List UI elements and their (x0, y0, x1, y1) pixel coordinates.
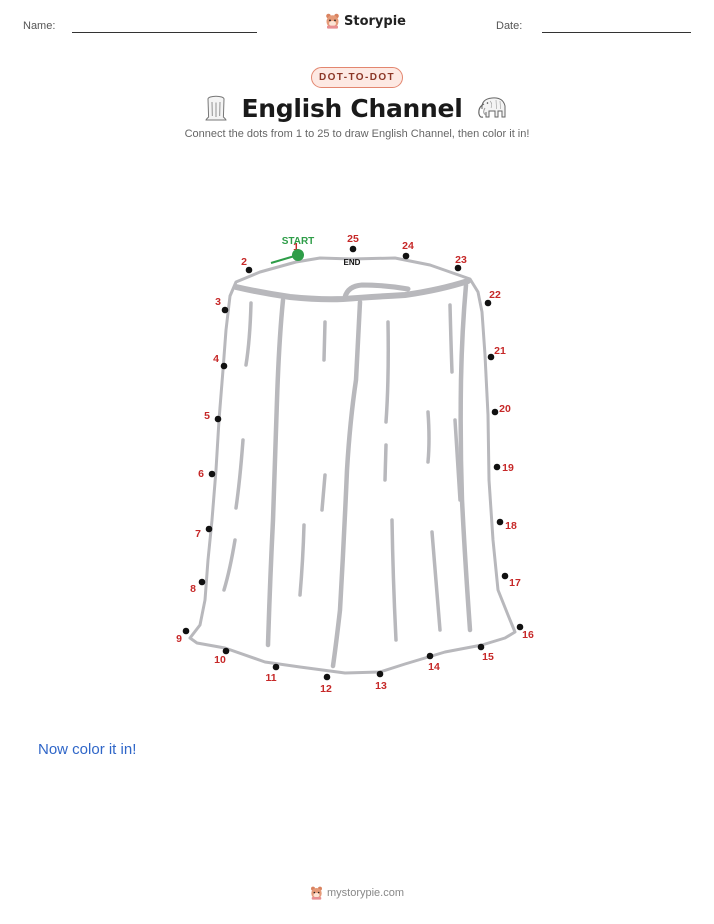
stump-outline (188, 256, 517, 675)
dot-label-18: 18 (505, 520, 517, 532)
dot-label-10: 10 (214, 654, 226, 666)
dot-label-5: 5 (204, 410, 210, 422)
tree-stump-icon (205, 95, 227, 121)
end-label: END (344, 258, 361, 267)
dot-label-24: 24 (402, 240, 414, 252)
dot-9 (182, 627, 190, 635)
activity-badge: DOT-TO-DOT (311, 67, 403, 88)
dot-19 (493, 463, 501, 471)
name-line (72, 32, 257, 33)
dot-label-1: 1 (293, 241, 299, 253)
dot-4 (220, 362, 228, 370)
page-title: English Channel (241, 93, 463, 123)
dot-24 (402, 252, 410, 260)
dot-label-12: 12 (320, 683, 332, 695)
dot-label-14: 14 (428, 661, 440, 673)
dot-label-16: 16 (522, 629, 534, 641)
dot-label-11: 11 (265, 672, 276, 684)
dot-2 (245, 266, 253, 274)
dot-label-6: 6 (198, 468, 204, 480)
dot-label-22: 22 (489, 289, 501, 301)
dot-label-3: 3 (215, 296, 221, 308)
brand-name: Storypie (344, 13, 406, 29)
footer-url: mystorypie.com (326, 887, 405, 899)
dot-6 (208, 470, 216, 478)
dot-label-8: 8 (190, 583, 196, 595)
storypie-mascot-icon (311, 886, 322, 900)
dot-label-19: 19 (502, 462, 514, 474)
dot-label-9: 9 (176, 633, 182, 645)
dot-5 (214, 415, 222, 423)
dot-20 (491, 408, 499, 416)
dot-label-13: 13 (375, 680, 387, 692)
name-label: Name: (23, 20, 56, 32)
mammoth-icon (478, 97, 506, 118)
dot-12 (323, 673, 331, 681)
dot-label-2: 2 (241, 256, 247, 268)
dot-label-15: 15 (482, 651, 494, 663)
date-line (542, 32, 691, 33)
dot-label-20: 20 (499, 403, 511, 415)
start-label: START (282, 236, 315, 247)
dot-label-17: 17 (509, 577, 521, 589)
dot-18 (496, 518, 504, 526)
dot-14 (426, 652, 434, 660)
brand-logo: Storypie (325, 13, 406, 29)
instructions-text: Connect the dots from 1 to 25 to draw En… (184, 128, 530, 140)
dot-16 (516, 623, 524, 631)
color-instruction: Now color it in! (38, 741, 137, 758)
dot-17 (501, 572, 509, 580)
dot-10 (222, 647, 230, 655)
dot-label-23: 23 (455, 254, 467, 266)
dot-25 (349, 245, 357, 253)
dot-15 (477, 643, 485, 651)
dot-8 (198, 578, 206, 586)
footer: mystorypie.com (0, 886, 714, 900)
start-dot (292, 249, 304, 261)
dot-label-7: 7 (195, 528, 201, 540)
dot-23 (454, 264, 462, 272)
storypie-mascot-icon (326, 13, 339, 29)
title-row: English Channel (0, 90, 714, 126)
dot-label-25: 25 (347, 233, 359, 245)
dot-3 (221, 306, 229, 314)
dot-21 (487, 353, 495, 361)
dot-22 (484, 299, 492, 307)
date-label: Date: (496, 20, 523, 32)
dot-label-4: 4 (213, 353, 219, 365)
dot-7 (205, 525, 213, 533)
dot-13 (376, 670, 384, 678)
dot-label-21: 21 (494, 345, 506, 357)
dot-11 (272, 663, 280, 671)
